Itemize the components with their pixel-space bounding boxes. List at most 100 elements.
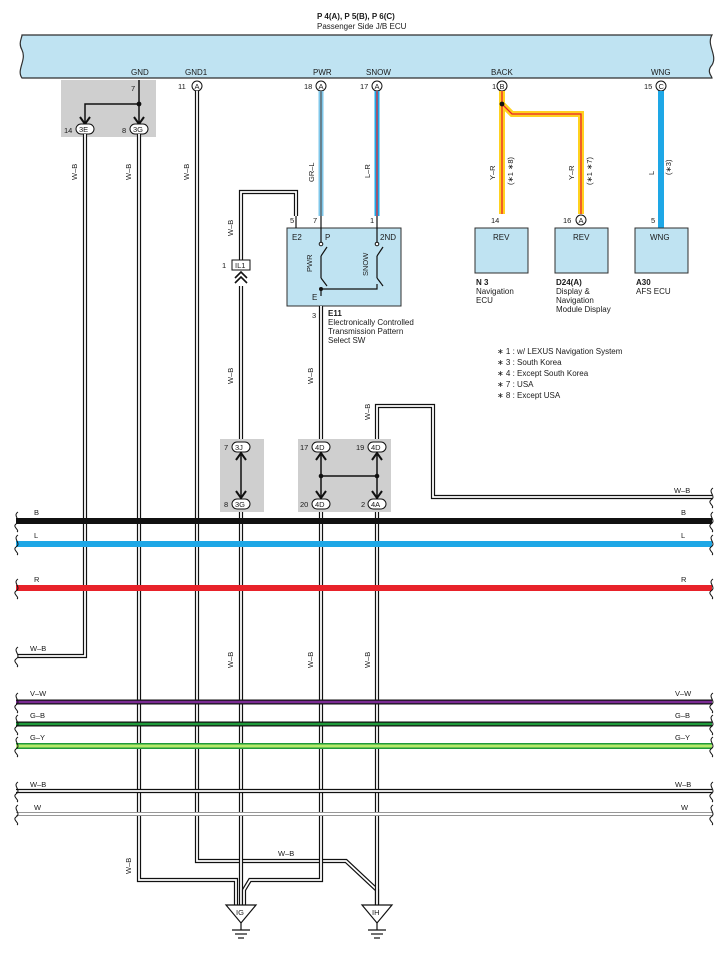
bus-white: W W xyxy=(16,803,712,816)
wire-yr-note-2: (∗1 ∗7) xyxy=(585,157,594,185)
arrow-3j xyxy=(235,451,247,461)
d24-terminal: REV xyxy=(573,233,590,242)
pin-20-4d: 20 xyxy=(300,500,308,509)
junction-3g-bottom xyxy=(231,498,251,510)
pin-14: 14 xyxy=(64,126,72,135)
junction-3g-top-label: 3G xyxy=(133,125,143,134)
e11-num-1: 1 xyxy=(370,216,374,225)
e11-switch-snow-blade xyxy=(376,246,384,257)
d24-conn xyxy=(575,214,587,226)
bus-wb: W–B W–B xyxy=(16,780,712,794)
yr-splice-dot xyxy=(499,101,505,107)
note-4: ∗ 4 : Except South Korea xyxy=(497,369,589,378)
e11-name-3: Select SW xyxy=(328,336,366,345)
wire-yr-label-2: Y–R xyxy=(567,165,576,180)
junction-3e-label: 3E xyxy=(79,125,88,134)
e11-sw-snow: SNOW xyxy=(361,252,370,276)
e11-switch-common-pwr xyxy=(320,277,328,287)
term-wng-label: WNG xyxy=(651,68,671,77)
pin-17-4d: 17 xyxy=(300,443,308,452)
wb-label-19: W–B xyxy=(363,404,372,420)
junction-4a-label: 4A xyxy=(371,500,380,509)
term-snow-label: SNOW xyxy=(366,68,391,77)
d24-code: D24(A) xyxy=(556,278,582,287)
pwr-pin-number: 18 xyxy=(304,82,312,91)
bus-black: B B xyxy=(16,508,712,524)
d24-pin: 16 xyxy=(563,216,571,225)
d24-box xyxy=(554,227,609,274)
back-pin-number: 1 xyxy=(492,82,496,91)
pin-19-4d: 19 xyxy=(356,443,364,452)
pin-8-3g-bottom: 8 xyxy=(224,500,228,509)
wb-label-gnd1: W–B xyxy=(182,164,191,180)
wire-lr-label: L–R xyxy=(363,164,372,178)
wng-pin-number: 15 xyxy=(644,82,652,91)
e11-switch-pwr-blade xyxy=(320,246,328,257)
bus-red: R R xyxy=(16,575,712,591)
il1-chevron-1 xyxy=(234,270,248,279)
bus-green: G–B G–B xyxy=(16,711,712,727)
bus-wb-left: W–B xyxy=(30,780,46,789)
wb-label-lower-1: W–B xyxy=(226,652,235,668)
e11-code: E11 xyxy=(328,309,342,318)
bus-white-right: W xyxy=(681,803,689,812)
d24-name-2: Navigation xyxy=(556,296,594,305)
e11-pin-e: E xyxy=(312,293,317,302)
arrow-4d-19 xyxy=(371,451,383,461)
wb-label-e2: W–B xyxy=(226,220,235,236)
wb-label-il1: W–B xyxy=(226,368,235,384)
jb-ecu-bar xyxy=(19,34,715,79)
junction-4d-17-label: 4D xyxy=(315,443,325,452)
junction-4d-20 xyxy=(311,498,331,510)
arrow-4d-17 xyxy=(315,451,327,461)
wb-label-right: W–B xyxy=(674,486,690,495)
n3-name-1: Navigation xyxy=(476,287,514,296)
bus-lightgreen: G–Y G–Y xyxy=(16,733,712,749)
bus-blue-right: L xyxy=(681,531,685,540)
pin-7-3j: 7 xyxy=(224,443,228,452)
n3-terminal: REV xyxy=(493,233,510,242)
bus-black-left: B xyxy=(34,508,39,517)
e11-pin-e2: E2 xyxy=(292,233,302,242)
bus-blue-left: L xyxy=(34,531,38,540)
e11-pin-p: P xyxy=(325,233,330,242)
note-8: ∗ 8 : Except USA xyxy=(497,391,561,400)
n3-pin: 14 xyxy=(491,216,499,225)
e11-num-3: 3 xyxy=(312,311,316,320)
a30-code: A30 xyxy=(636,278,651,287)
bus-purple-right: V–W xyxy=(675,689,692,698)
a30-name-1: AFS ECU xyxy=(636,287,671,296)
ground-ih-label: IH xyxy=(372,908,380,917)
bus-red-right: R xyxy=(681,575,687,584)
jb-ecu-title: P 4(A), P 5(B), P 6(C) xyxy=(317,12,395,21)
bus-lightgreen-left: G–Y xyxy=(30,733,45,742)
snow-pin-number: 17 xyxy=(360,82,368,91)
snow-conn-label: A xyxy=(375,82,380,91)
junction-4d-19-label: 4D xyxy=(371,443,381,452)
arrow-4a-2 xyxy=(371,490,383,500)
term-back-label: BACK xyxy=(491,68,513,77)
note-1: ∗ 1 : w/ LEXUS Navigation System xyxy=(497,347,623,356)
bus-black-right: B xyxy=(681,508,686,517)
wire-grl-label: GR–L xyxy=(307,162,316,182)
splice-4d-dot-1 xyxy=(318,473,324,479)
bus-wb-right: W–B xyxy=(675,780,691,789)
wb-label-e: W–B xyxy=(306,368,315,384)
e11-sw-pwr: PWR xyxy=(305,254,314,272)
d24-conn-label: A xyxy=(579,216,584,225)
junction-3j-label: 3J xyxy=(235,443,243,452)
junction-il1-label: IL1 xyxy=(235,261,245,270)
arrow-4d-20 xyxy=(315,490,327,500)
e11-pin-2nd: 2ND xyxy=(380,233,396,242)
wb-wires xyxy=(18,91,712,905)
bus-green-left: G–B xyxy=(30,711,45,720)
gnd1-conn-label: A xyxy=(195,82,200,91)
bus-green-right: G–B xyxy=(675,711,690,720)
back-conn-label: B xyxy=(500,82,505,91)
e11-contact-2 xyxy=(374,241,380,247)
arrow-3g-bottom xyxy=(235,490,247,500)
e11-num-5: 5 xyxy=(290,216,294,225)
wire-l-label: L xyxy=(647,171,656,175)
il1-chevron-2 xyxy=(234,275,248,284)
